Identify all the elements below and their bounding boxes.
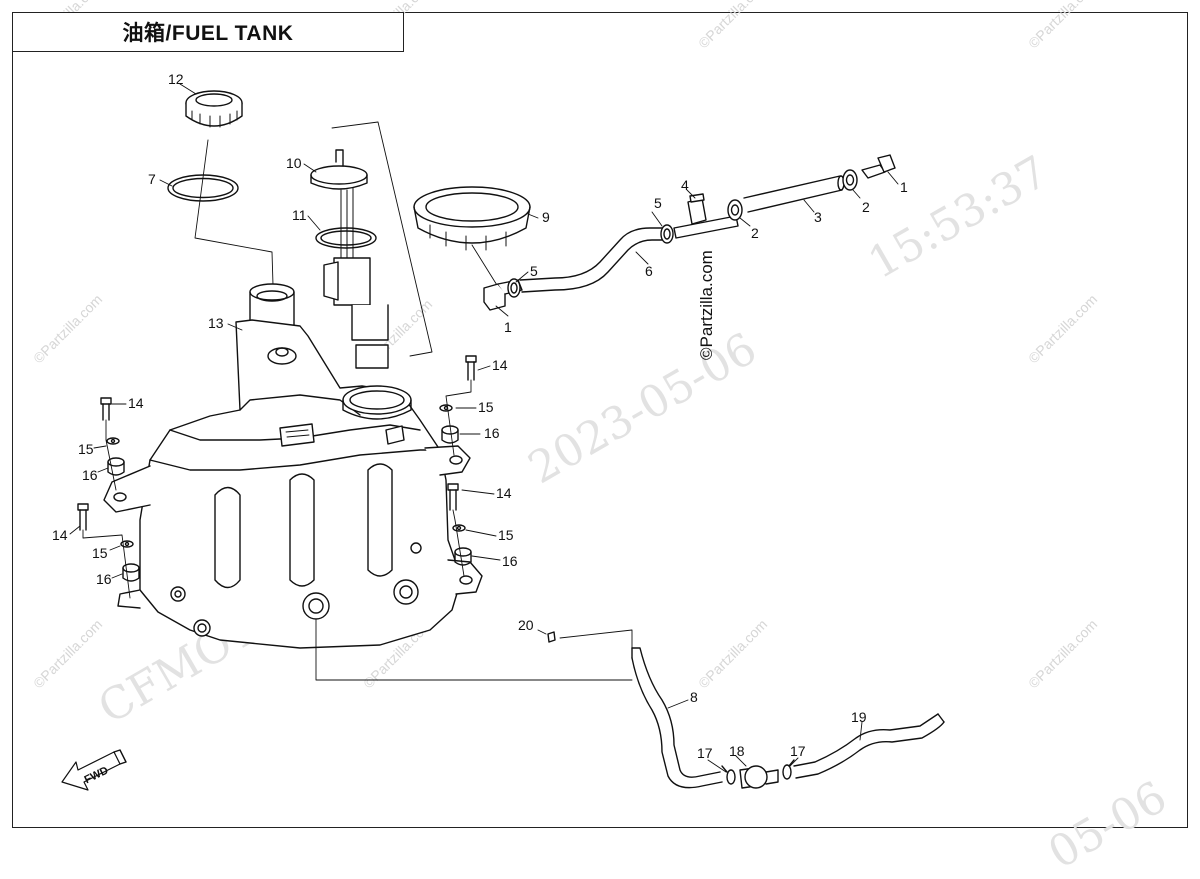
fuel-hose-part-6[interactable]: [519, 227, 666, 293]
callout-1-lower: 1: [504, 319, 512, 335]
clamp-part-5[interactable]: [507, 278, 521, 298]
fuel-tank-exploded-diagram: 12 7 10 11 9 5 5 1 1 4 2 2 3 6 13 14 14 …: [52, 71, 945, 791]
washer-part-15-right-lower[interactable]: [452, 524, 466, 532]
callout-14-right-upper: 14: [492, 357, 508, 373]
callout-12: 12: [168, 71, 184, 87]
elbow-fitting-part-1-upper[interactable]: [861, 154, 896, 179]
clamp-part-17-right[interactable]: [782, 759, 795, 780]
page-title: 油箱/FUEL TANK: [122, 22, 294, 45]
callout-15-right-upper: 15: [478, 399, 494, 415]
callout-14-left-lower: 14: [52, 527, 68, 543]
callout-19: 19: [851, 709, 867, 725]
callout-14-left-upper: 14: [128, 395, 144, 411]
clip-part-20[interactable]: [547, 631, 556, 643]
bolt-part-14-left-lower[interactable]: [77, 503, 89, 531]
callout-6: 6: [645, 263, 653, 279]
fuel-hose-part-3[interactable]: [743, 175, 845, 213]
callout-15-left-upper: 15: [78, 441, 94, 457]
grommet-part-16-left-lower[interactable]: [122, 563, 140, 582]
washer-part-15-left-lower[interactable]: [120, 540, 134, 548]
vent-hose-part-19[interactable]: [793, 713, 945, 779]
callout-20: 20: [518, 617, 534, 633]
callout-4: 4: [681, 177, 689, 193]
callout-15-right-lower: 15: [498, 527, 514, 543]
callout-3: 3: [814, 209, 822, 225]
vent-hose-part-8[interactable]: [631, 647, 723, 789]
callout-18: 18: [729, 743, 745, 759]
callout-16-right-upper: 16: [484, 425, 500, 441]
washer-part-15-right-upper[interactable]: [439, 404, 453, 412]
forward-direction-arrow: [61, 749, 127, 791]
callout-17-right: 17: [790, 743, 806, 759]
washer-part-15-left-upper[interactable]: [106, 437, 120, 445]
pump-seal-part-11[interactable]: [315, 227, 377, 249]
callout-15-left-lower: 15: [92, 545, 108, 561]
clamp-part-5-upper[interactable]: [660, 224, 674, 244]
grommet-part-16-right-lower[interactable]: [454, 547, 472, 566]
callout-5-lower: 5: [530, 263, 538, 279]
callout-16-right-lower: 16: [502, 553, 518, 569]
callout-17-left: 17: [697, 745, 713, 761]
tee-fitting-part-4[interactable]: [673, 193, 739, 239]
leader-lines: [69, 83, 899, 773]
title-box: 油箱/FUEL TANK: [12, 12, 404, 52]
fuel-cap-part-12[interactable]: [185, 90, 243, 128]
bolt-part-14-right-lower[interactable]: [447, 483, 459, 511]
clamp-part-2[interactable]: [727, 199, 743, 221]
callout-2-upper: 2: [862, 199, 870, 215]
fuel-pump-part-10[interactable]: [310, 149, 389, 369]
callout-13: 13: [208, 315, 224, 331]
diagram-frame: [12, 12, 1188, 828]
callout-10: 10: [286, 155, 302, 171]
callout-2-lower: 2: [751, 225, 759, 241]
fuel-filter-part-18[interactable]: [739, 765, 779, 789]
callout-16-left-upper: 16: [82, 467, 98, 483]
callout-5-upper: 5: [654, 195, 662, 211]
fuel-tank-part-13[interactable]: [103, 283, 633, 681]
clamp-part-17-left[interactable]: [721, 765, 736, 785]
bolt-part-14-right-upper[interactable]: [465, 355, 477, 381]
callout-1-upper: 1: [900, 179, 908, 195]
callout-8: 8: [690, 689, 698, 705]
callout-14-right-lower: 14: [496, 485, 512, 501]
bolt-part-14-left-upper[interactable]: [100, 397, 112, 421]
callout-16-left-lower: 16: [96, 571, 112, 587]
clamp-part-2-upper[interactable]: [842, 169, 858, 191]
callout-9: 9: [542, 209, 550, 225]
callout-11: 11: [292, 207, 307, 223]
grommet-part-16-left-upper[interactable]: [107, 457, 125, 476]
callout-7: 7: [148, 171, 156, 187]
retainer-ring-part-9[interactable]: [413, 186, 531, 251]
